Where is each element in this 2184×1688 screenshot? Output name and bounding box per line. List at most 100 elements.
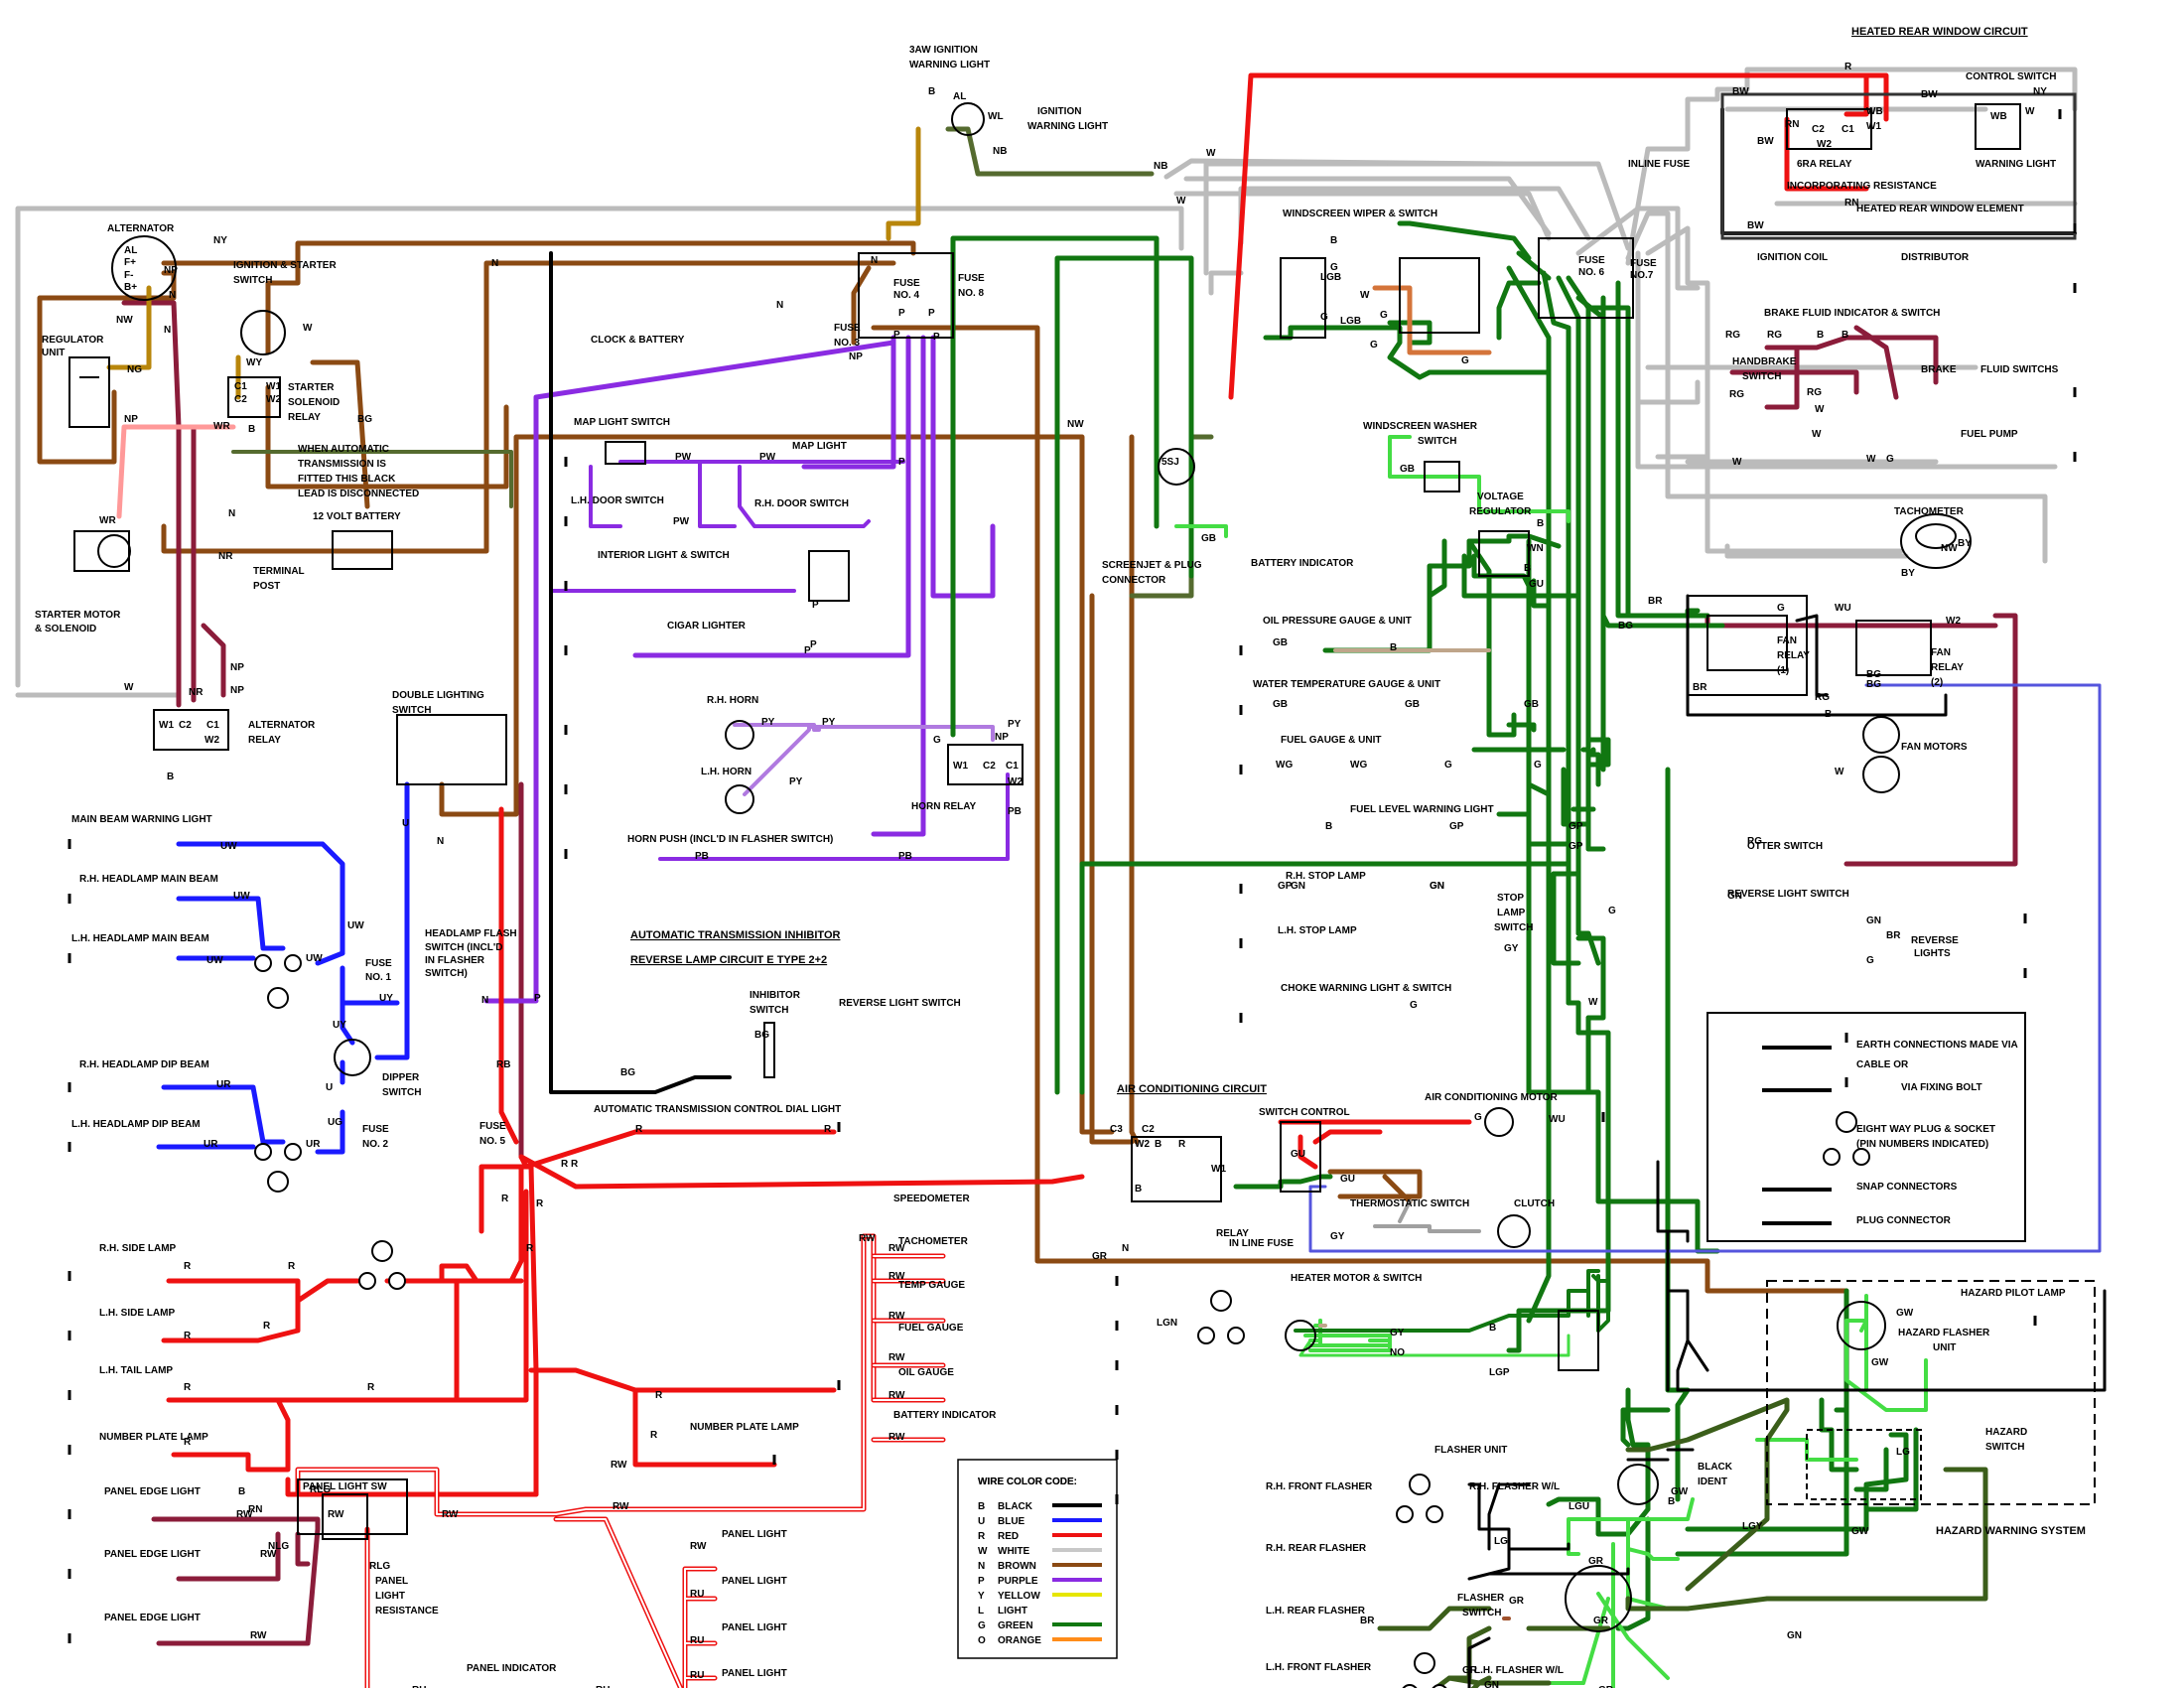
component-label: SWITCH bbox=[233, 275, 272, 286]
wire-code: U bbox=[326, 1082, 333, 1093]
wire-code: LGB bbox=[1340, 316, 1361, 327]
green-wire bbox=[1516, 250, 1552, 281]
component-label: HEADLAMP FLASH bbox=[425, 928, 517, 939]
fan-relay-2 bbox=[1855, 620, 1932, 676]
heading-hazard-system: HAZARD WARNING SYSTEM bbox=[1936, 1525, 2086, 1537]
green-wire bbox=[1531, 578, 1552, 609]
wire-code: BR bbox=[1360, 1616, 1375, 1626]
panel-light-switch bbox=[322, 1493, 368, 1540]
green-wire bbox=[1863, 1447, 1889, 1492]
component-label: NO. 1 bbox=[365, 972, 392, 983]
black-wire bbox=[1467, 1482, 1511, 1551]
light-green-wire bbox=[1596, 1592, 1670, 1680]
wire-code: GP bbox=[1278, 881, 1293, 892]
wire-code: GB bbox=[1400, 464, 1415, 475]
component-label: FLUID SWITCHS bbox=[1980, 364, 2059, 375]
wire-code: W1 bbox=[1211, 1164, 1226, 1175]
purple-wire bbox=[738, 465, 871, 528]
purple-wire bbox=[743, 725, 995, 796]
component-label: FLASHER bbox=[1457, 1593, 1505, 1604]
purple-wire bbox=[618, 460, 737, 528]
component-label: L.H. HEADLAMP DIP BEAM bbox=[71, 1119, 201, 1130]
legend-code: Y bbox=[978, 1591, 985, 1602]
component-label: IGNITION & STARTER bbox=[233, 260, 337, 271]
component-label: FLASHER UNIT bbox=[1434, 1445, 1507, 1456]
component-label: PANEL INDICATOR bbox=[467, 1663, 557, 1674]
wire-code: G bbox=[1608, 906, 1616, 916]
component-label: BATTERY INDICATOR bbox=[893, 1410, 997, 1421]
brown-wire bbox=[161, 260, 896, 554]
component-label: IGNITION bbox=[1037, 106, 1081, 117]
component-label: SWITCH bbox=[750, 1005, 788, 1016]
component-label: CIGAR LIGHTER bbox=[667, 621, 747, 632]
ac-relay bbox=[1131, 1136, 1222, 1202]
horn-relay-box bbox=[947, 744, 1024, 785]
symbol-legend-box bbox=[1706, 1012, 2026, 1242]
wire-code: B bbox=[248, 424, 255, 435]
red-wire bbox=[1843, 72, 1889, 122]
wire-code: P bbox=[534, 993, 541, 1004]
wire-code: C3 bbox=[1110, 1124, 1123, 1135]
component-label: MAP LIGHT SWITCH bbox=[574, 417, 670, 428]
maroon-wire bbox=[1843, 335, 1939, 385]
wire-code: UY bbox=[379, 993, 393, 1004]
olive-wire bbox=[945, 126, 1155, 177]
component-label: PANEL LIGHT bbox=[722, 1529, 787, 1540]
wire-code: BW bbox=[1757, 136, 1774, 147]
component-label: FAN bbox=[1931, 647, 1951, 658]
starter-relay-box bbox=[227, 376, 281, 418]
white-wire bbox=[1635, 379, 1701, 405]
component-label: 6RA RELAY bbox=[1797, 159, 1852, 170]
wire-code: R bbox=[536, 1198, 544, 1209]
green-wire bbox=[1590, 747, 1601, 777]
wire-code: W bbox=[1176, 196, 1186, 207]
wire-code: B bbox=[1825, 709, 1832, 720]
white-wire bbox=[1208, 270, 1244, 296]
blue-wire bbox=[161, 1084, 286, 1145]
brown-wire bbox=[265, 245, 301, 355]
wire-code: BR bbox=[1693, 682, 1707, 693]
component-label: AUTOMATIC TRANSMISSION CONTROL DIAL LIGH… bbox=[594, 1104, 841, 1115]
component-label: WARNING LIGHT bbox=[909, 60, 990, 70]
component-label: DISTRIBUTOR bbox=[1901, 252, 1970, 263]
white-wire bbox=[1724, 543, 1909, 559]
wire-code: LG bbox=[1896, 1447, 1910, 1458]
green-wire bbox=[1506, 1000, 1611, 1353]
black-wire bbox=[1676, 1289, 2107, 1392]
wire-code: NG bbox=[127, 364, 142, 375]
wire-code: RW bbox=[442, 1509, 459, 1520]
component-label: STARTER MOTOR bbox=[35, 610, 121, 621]
wire-code: GR bbox=[1462, 1665, 1478, 1676]
wire-code: GB bbox=[1201, 533, 1216, 544]
wire-code: W2 bbox=[1008, 776, 1023, 787]
brown-wire bbox=[265, 384, 509, 490]
legend-name: BLACK bbox=[998, 1501, 1033, 1512]
wire-code: N bbox=[228, 508, 235, 519]
legend-code: R bbox=[978, 1531, 986, 1542]
component-label: IDENT bbox=[1698, 1477, 1727, 1487]
wire-code: N bbox=[481, 995, 488, 1006]
red-white-wire bbox=[684, 1568, 716, 1688]
wire-code: BY bbox=[1901, 568, 1915, 579]
black-wire bbox=[1676, 1338, 1709, 1392]
heading-auto-inhibitor-1: AUTOMATIC TRANSMISSION INHIBITOR bbox=[630, 929, 841, 941]
component-label: WARNING LIGHT bbox=[1027, 121, 1108, 132]
component-label: L.H. STOP LAMP bbox=[1278, 925, 1357, 936]
green-wire bbox=[1263, 325, 1433, 380]
legend-name: WHITE bbox=[998, 1546, 1030, 1557]
component-label: REVERSE LIGHT SWITCH bbox=[1727, 889, 1849, 900]
brown-wire bbox=[37, 270, 177, 465]
legend-code: U bbox=[978, 1516, 985, 1527]
wire-code: WY bbox=[246, 357, 262, 368]
wire-code: NR bbox=[189, 687, 204, 698]
wire-code: R bbox=[635, 1124, 643, 1135]
wire-code: G bbox=[1886, 454, 1894, 465]
component-label: R.H. HEADLAMP MAIN BEAM bbox=[79, 874, 218, 885]
component-label: L.H. REAR FLASHER bbox=[1266, 1606, 1366, 1617]
double-lighting-switch bbox=[396, 714, 507, 785]
fan-motor-2 bbox=[1862, 756, 1900, 793]
red-wire bbox=[518, 1129, 837, 1170]
interior-light-switch bbox=[808, 550, 850, 602]
green-wire bbox=[1496, 280, 1542, 341]
wire-code: B bbox=[1325, 821, 1332, 832]
